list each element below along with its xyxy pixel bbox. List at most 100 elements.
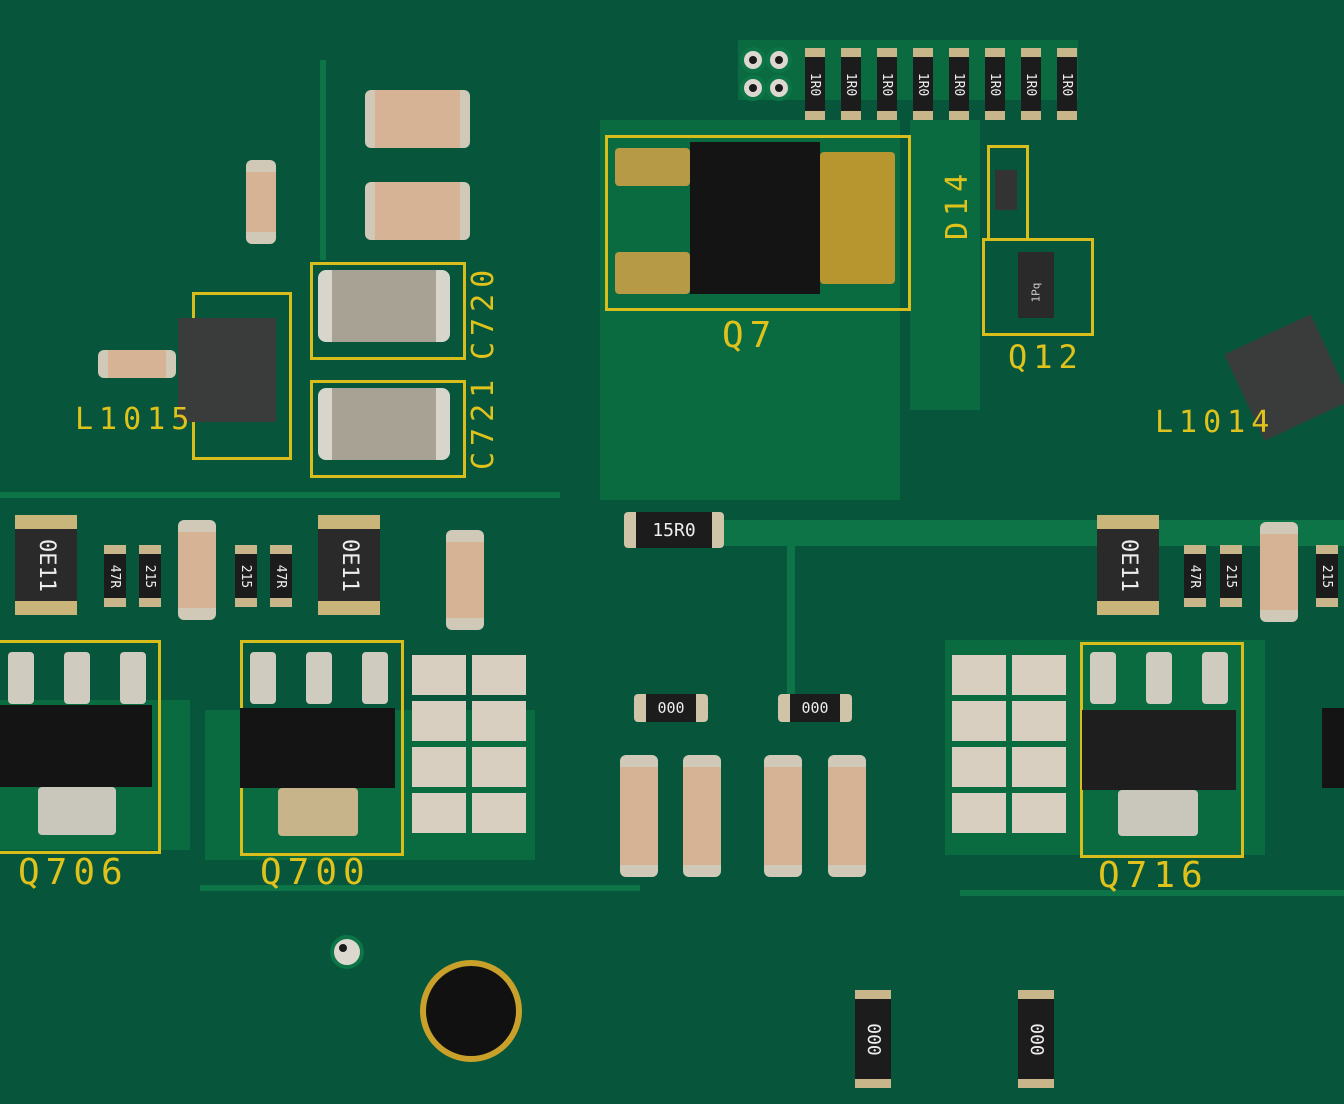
resistor-marking: 1R0 xyxy=(807,72,823,96)
test-pad xyxy=(1012,655,1066,695)
capacitor xyxy=(365,90,470,148)
capacitor xyxy=(1260,522,1298,622)
resistor: 47R xyxy=(104,545,126,607)
resistor-marking: 215 xyxy=(1319,564,1335,588)
via xyxy=(330,935,364,969)
transistor-pin xyxy=(120,652,146,704)
label-d14: D14 xyxy=(940,167,975,240)
resistor-marking: 000 xyxy=(862,1022,884,1056)
test-pad xyxy=(412,655,466,695)
resistor-marking: 000 xyxy=(1025,1022,1047,1056)
inductor: 0E11 xyxy=(1097,515,1159,615)
resistor-000: 000 xyxy=(778,694,852,722)
mounting-hole xyxy=(420,960,522,1062)
test-pad xyxy=(412,701,466,741)
resistor-marking: 1R0 xyxy=(987,72,1003,96)
test-pad xyxy=(952,655,1006,695)
resistor-marking: 47R xyxy=(107,564,123,588)
test-pad xyxy=(472,701,526,741)
capacitor-c720 xyxy=(318,270,450,342)
inductor-marking: 0E11 xyxy=(336,538,362,592)
trace xyxy=(787,540,795,700)
transistor-pin xyxy=(306,652,332,704)
capacitor xyxy=(828,755,866,877)
label-q700: Q700 xyxy=(260,852,371,893)
inductor: 0E11 xyxy=(318,515,380,615)
via xyxy=(740,75,766,101)
resistor-1r0: 1R0 xyxy=(949,48,969,120)
q706-outline xyxy=(0,640,161,854)
test-pad xyxy=(412,793,466,833)
capacitor xyxy=(246,160,276,244)
resistor-marking: 1R0 xyxy=(1023,72,1039,96)
resistor-1r0: 1R0 xyxy=(1057,48,1077,120)
resistor-marking: 47R xyxy=(273,564,289,588)
capacitor-c721 xyxy=(318,388,450,460)
q12-outline xyxy=(982,238,1094,336)
resistor: 47R xyxy=(1184,545,1206,607)
resistor-1r0: 1R0 xyxy=(985,48,1005,120)
label-q706: Q706 xyxy=(18,852,129,893)
q716-package xyxy=(1082,710,1236,790)
resistor-marking: 15R0 xyxy=(652,519,696,541)
inductor: 0E11 xyxy=(15,515,77,615)
trace xyxy=(960,890,1344,896)
resistor-000: 000 xyxy=(855,990,891,1088)
q716-tab xyxy=(1118,790,1198,836)
transistor-pin xyxy=(250,652,276,704)
q7-pin xyxy=(615,148,690,186)
q12-package: 1Pq xyxy=(1018,252,1054,318)
resistor-000: 000 xyxy=(634,694,708,722)
trace xyxy=(200,885,640,891)
resistor-marking: 1R0 xyxy=(1059,72,1075,96)
label-q7: Q7 xyxy=(722,315,778,356)
resistor-marking: 1R0 xyxy=(951,72,967,96)
capacitor xyxy=(683,755,721,877)
trace xyxy=(700,520,1344,546)
capacitor xyxy=(365,182,470,240)
transistor-package xyxy=(1322,708,1344,788)
capacitor xyxy=(98,350,176,378)
resistor-marking: 215 xyxy=(142,564,158,588)
c721-outline xyxy=(310,380,466,478)
label-q716: Q716 xyxy=(1098,855,1209,896)
resistor-1r0: 1R0 xyxy=(1021,48,1041,120)
resistor-marking: 1R0 xyxy=(879,72,895,96)
resistor-marking: 215 xyxy=(238,564,254,588)
resistor-marking: 215 xyxy=(1223,564,1239,588)
test-pad xyxy=(1012,701,1066,741)
label-c720: C720 xyxy=(466,263,501,360)
transistor-pin xyxy=(1090,652,1116,704)
resistor-15r0: 15R0 xyxy=(624,512,724,548)
test-pad xyxy=(952,701,1006,741)
capacitor xyxy=(178,520,216,620)
test-pad xyxy=(472,655,526,695)
resistor-1r0: 1R0 xyxy=(913,48,933,120)
q12-marking: 1Pq xyxy=(1029,282,1043,303)
transistor-pin xyxy=(1202,652,1228,704)
resistor-1r0: 1R0 xyxy=(805,48,825,120)
trace xyxy=(0,492,560,498)
copper-pour xyxy=(910,120,980,410)
transistor-pin xyxy=(64,652,90,704)
test-pad xyxy=(952,793,1006,833)
q7-pin xyxy=(615,252,690,294)
q7-outline xyxy=(605,135,911,311)
resistor-marking: 000 xyxy=(801,699,829,717)
via xyxy=(740,47,766,73)
q700-tab xyxy=(278,788,358,836)
capacitor xyxy=(620,755,658,877)
test-pad xyxy=(1012,747,1066,787)
test-pad xyxy=(472,747,526,787)
resistor-1r0: 1R0 xyxy=(841,48,861,120)
d14-diode xyxy=(995,170,1017,210)
resistor: 215 xyxy=(139,545,161,607)
trace xyxy=(320,60,326,260)
label-q12: Q12 xyxy=(1008,338,1084,376)
label-l1014: L1014 xyxy=(1155,405,1276,440)
test-pad xyxy=(952,747,1006,787)
via xyxy=(766,47,792,73)
test-pad xyxy=(472,793,526,833)
inductor-marking: 0E11 xyxy=(1115,538,1141,592)
